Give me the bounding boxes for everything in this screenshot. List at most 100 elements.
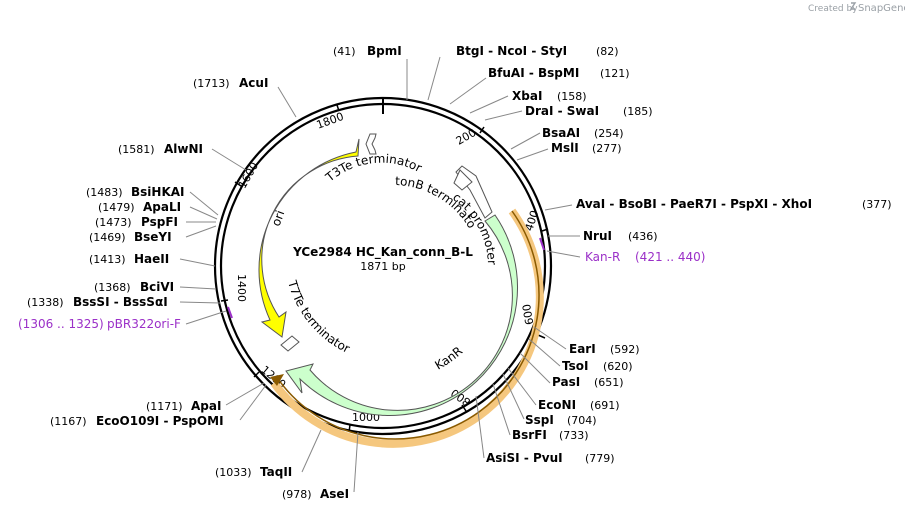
svg-text:MslI: MslI [551,141,579,155]
tick-label-600: 600 [520,303,536,326]
leader-asei [353,431,359,493]
svg-text:BseYI: BseYI [134,230,172,244]
plasmid-size: 1871 bp [360,260,405,273]
svg-text:AseI: AseI [320,487,349,501]
cat-promoter-arrow [453,169,473,191]
leader-alwni [211,148,247,171]
svg-text:EarI: EarI [569,342,596,356]
tick-label-1400: 1400 [235,274,248,302]
tick-label-400: 400 [523,209,542,233]
svg-text:Kan-R: Kan-R [585,250,620,264]
leader-btgi [427,56,441,101]
svg-text:(1469): (1469) [89,231,126,244]
kan-r-primer-arrowhead [270,374,284,386]
svg-text:PspFI: PspFI [141,215,178,229]
leader-eco0109i [239,384,267,421]
site-btgi-ncoi-styi[interactable]: BtgI - NcoI - StyI (82) [456,44,619,58]
leader-kan-r [546,250,581,258]
kanr-label: KanR [432,344,465,373]
ori-label: ori [269,209,287,228]
site-econi[interactable]: EcoNI (691) [538,398,620,412]
svg-text:(1033): (1033) [215,466,252,479]
site-leader-lines [179,56,581,493]
tick-1200 [253,371,260,378]
svg-text:BssSI - BssSαI: BssSI - BssSαI [73,295,168,309]
svg-text:(651): (651) [594,376,624,389]
site-bfuai-bspmi[interactable]: BfuAI - BspMI (121) [488,66,630,80]
site-bcivi[interactable]: (1368) BciVI [94,280,174,294]
site-pasi[interactable]: PasI (651) [552,375,624,389]
tick-200 [479,126,485,134]
created-by-text: Created by [808,4,858,14]
snapgene-branding: Created by SnapGene [808,2,905,14]
site-nrui[interactable]: NruI (436) [583,229,658,243]
site-haeii[interactable]: (1413) HaeII [89,252,169,266]
leader-drai [484,110,523,121]
leader-avai [544,204,573,211]
leader-pasi [519,352,551,384]
leader-haeii [179,258,216,267]
site-bpmi[interactable]: (41) BpmI [333,44,402,58]
site-drai-swai[interactable]: DraI - SwaI (185) [525,104,653,118]
t3te-terminator-arrow [365,133,377,155]
svg-text:(277): (277) [592,142,622,155]
site-pspfi[interactable]: (1473) PspFI [95,215,178,229]
site-apali[interactable]: (1479) ApaLI [98,200,181,214]
site-bsrfi[interactable]: BsrFI (733) [512,428,589,442]
tick-400 [541,228,549,232]
site-taqii[interactable]: (1033) TaqII [215,465,292,479]
site-eari[interactable]: EarI (592) [569,342,640,356]
svg-text:(41): (41) [333,45,356,58]
svg-text:(704): (704) [567,414,597,427]
leader-bseyi [185,225,217,238]
primer-kan-r[interactable]: Kan-R (421 .. 440) [585,250,705,264]
svg-text:AsiSI - PvuI: AsiSI - PvuI [486,451,563,465]
leader-bsihkai [189,191,219,216]
svg-text:(1479): (1479) [98,201,135,214]
svg-text:ApaI: ApaI [191,399,221,413]
tonb-label: tonB terminator [0,0,479,231]
site-msli[interactable]: MslI (277) [551,141,622,155]
site-eco0109i-pspomi[interactable]: (1167) EcoO109I - PspOMI [50,414,224,428]
svg-text:(1306 .. 1325): (1306 .. 1325) [18,317,104,331]
site-asisi-pvui[interactable]: AsiSI - PvuI (779) [486,451,615,465]
svg-text:HaeII: HaeII [134,252,169,266]
leader-apali [189,206,218,220]
svg-text:(158): (158) [557,90,587,103]
kanr-feature[interactable] [285,214,518,416]
pbr322ori-f-primer-mark [227,306,233,319]
site-avai-group[interactable]: AvaI - BsoBI - PaeR7I - PspXI - XhoI (37… [576,197,892,211]
svg-text:ApaLI: ApaLI [143,200,181,214]
brand-text: SnapGene [858,3,905,14]
svg-text:(421 .. 440): (421 .. 440) [635,250,705,264]
svg-text:(1171): (1171) [146,400,183,413]
t7te-terminator-arrow [280,335,300,352]
site-bsaai[interactable]: BsaAI (254) [542,126,624,140]
site-xbai[interactable]: XbaI (158) [512,89,587,103]
site-alwni[interactable]: (1581) AlwNI [118,142,203,156]
site-asei[interactable]: (978) AseI [282,487,349,501]
leader-acui [277,86,297,118]
svg-text:SspI: SspI [525,413,554,427]
svg-text:(1167): (1167) [50,415,87,428]
svg-text:BsaAI: BsaAI [542,126,580,140]
site-apai[interactable]: (1171) ApaI [146,399,221,413]
leader-eari [533,326,567,350]
site-tsoi[interactable]: TsoI (620) [562,359,633,373]
svg-text:BsiHKAI: BsiHKAI [131,185,185,199]
primer-pbr322ori-f[interactable]: (1306 .. 1325) pBR322ori-F [18,317,181,331]
svg-text:TaqII: TaqII [260,465,292,479]
tick-1800 [336,104,340,112]
svg-text:BpmI: BpmI [367,44,402,58]
site-bseyi[interactable]: (1469) BseYI [89,230,172,244]
ori-feature[interactable] [258,138,360,338]
site-bsssi-bsssai[interactable]: (1338) BssSI - BssSαI [27,295,168,309]
kan-r-primer-mark [539,237,545,251]
site-sspi[interactable]: SspI (704) [525,413,597,427]
tick-label-200: 200 [454,126,479,148]
site-acui[interactable]: (1713) AcuI [193,76,268,90]
leader-taqii [301,429,322,473]
svg-text:AcuI: AcuI [239,76,268,90]
svg-text:XbaI: XbaI [512,89,542,103]
site-bsihkai[interactable]: (1483) BsiHKAI [86,185,185,199]
